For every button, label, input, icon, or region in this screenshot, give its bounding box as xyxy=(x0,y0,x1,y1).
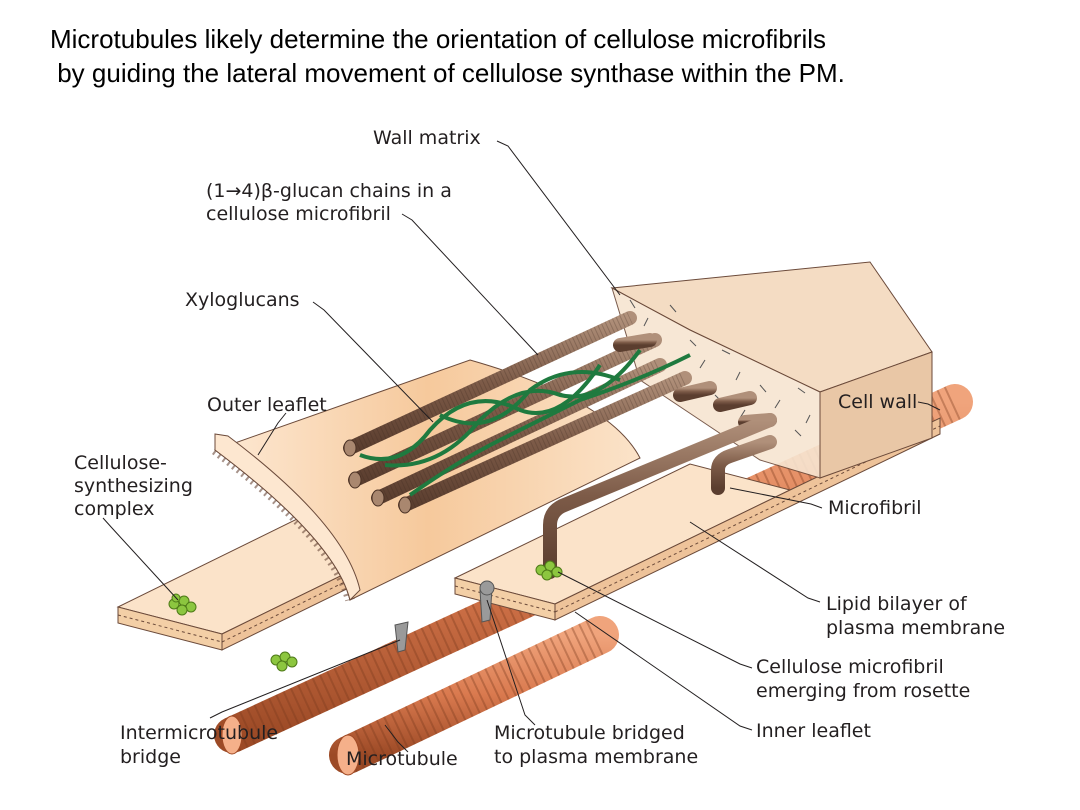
leader-outer-leaflet xyxy=(257,412,287,456)
label-outer-leaflet: Outer leaflet xyxy=(207,394,327,416)
label-bridged-line-2: to plasma membrane xyxy=(494,746,698,768)
label-xyloglucans: Xyloglucans xyxy=(185,289,300,311)
microfibril-rod-2 xyxy=(348,333,662,487)
wall-matrix-speckles xyxy=(629,299,811,437)
microtubule-front-end xyxy=(336,734,360,776)
leader-microfibril xyxy=(729,487,823,509)
microtubule-back-end xyxy=(221,715,243,755)
leader-inner-leaflet xyxy=(574,611,753,731)
label-complex-line-3: complex xyxy=(74,498,155,520)
leader-glucan xyxy=(401,213,539,356)
title-line-2: by guiding the lateral movement of cellu… xyxy=(50,58,845,88)
leader-bridge xyxy=(209,639,401,719)
cell-wall-block xyxy=(610,261,933,479)
label-bridged-line-1: Microtubule bridged xyxy=(494,722,685,744)
leader-xyloglucans xyxy=(312,301,434,423)
label-wall-matrix: Wall matrix xyxy=(373,127,481,149)
microfibril-emerging-right xyxy=(711,435,777,495)
microfibril-emerging-left xyxy=(543,413,777,579)
label-lipid-line-2: plasma membrane xyxy=(826,617,1005,639)
title-line-1: Microtubules likely determine the orient… xyxy=(50,24,827,54)
leader-emerging xyxy=(557,571,753,669)
label-bridge-line-1: Intermicrotubule xyxy=(120,722,278,744)
label-complex-line-1: Cellulose- xyxy=(74,452,167,474)
microtubule-front xyxy=(329,616,619,774)
label-emerging-line-2: emerging from rosette xyxy=(756,680,970,702)
leader-cell-wall xyxy=(917,401,941,411)
bridges xyxy=(394,580,495,653)
label-glucan-line-1: (1→4)β-glucan chains in a xyxy=(206,180,452,202)
label-glucan-line-2: cellulose microfibril xyxy=(206,203,391,225)
slide-title: Microtubules likely determine the orient… xyxy=(50,22,1060,90)
diagram-labels: Wall matrix (1→4)β-glucan chains in a ce… xyxy=(74,127,1005,770)
label-microtubule: Microtubule xyxy=(346,748,458,770)
label-inner-leaflet: Inner leaflet xyxy=(756,720,871,742)
rosette-center xyxy=(535,560,563,581)
label-complex-line-2: synthesizing xyxy=(74,475,193,497)
leader-lipid xyxy=(689,521,821,603)
leader-complex xyxy=(102,517,179,601)
label-cell-wall: Cell wall xyxy=(838,391,917,413)
leader-wall-matrix xyxy=(496,140,621,296)
label-emerging-line-1: Cellulose microfibril xyxy=(756,656,944,678)
label-lipid-line-1: Lipid bilayer of xyxy=(826,593,968,615)
rosette-bottom xyxy=(270,651,298,672)
microfibril-rod-1 xyxy=(343,311,637,455)
label-microfibril: Microfibril xyxy=(828,497,922,519)
leader-bridged xyxy=(486,599,536,726)
intermicrotubule-bridge xyxy=(394,621,409,653)
leader-lines xyxy=(102,140,941,753)
leader-microtubule xyxy=(384,724,409,753)
label-bridge-line-2: bridge xyxy=(120,746,181,768)
synthase-complexes xyxy=(168,560,563,672)
xyloglucans xyxy=(359,348,691,497)
microfibril-rod-4 xyxy=(398,371,692,512)
